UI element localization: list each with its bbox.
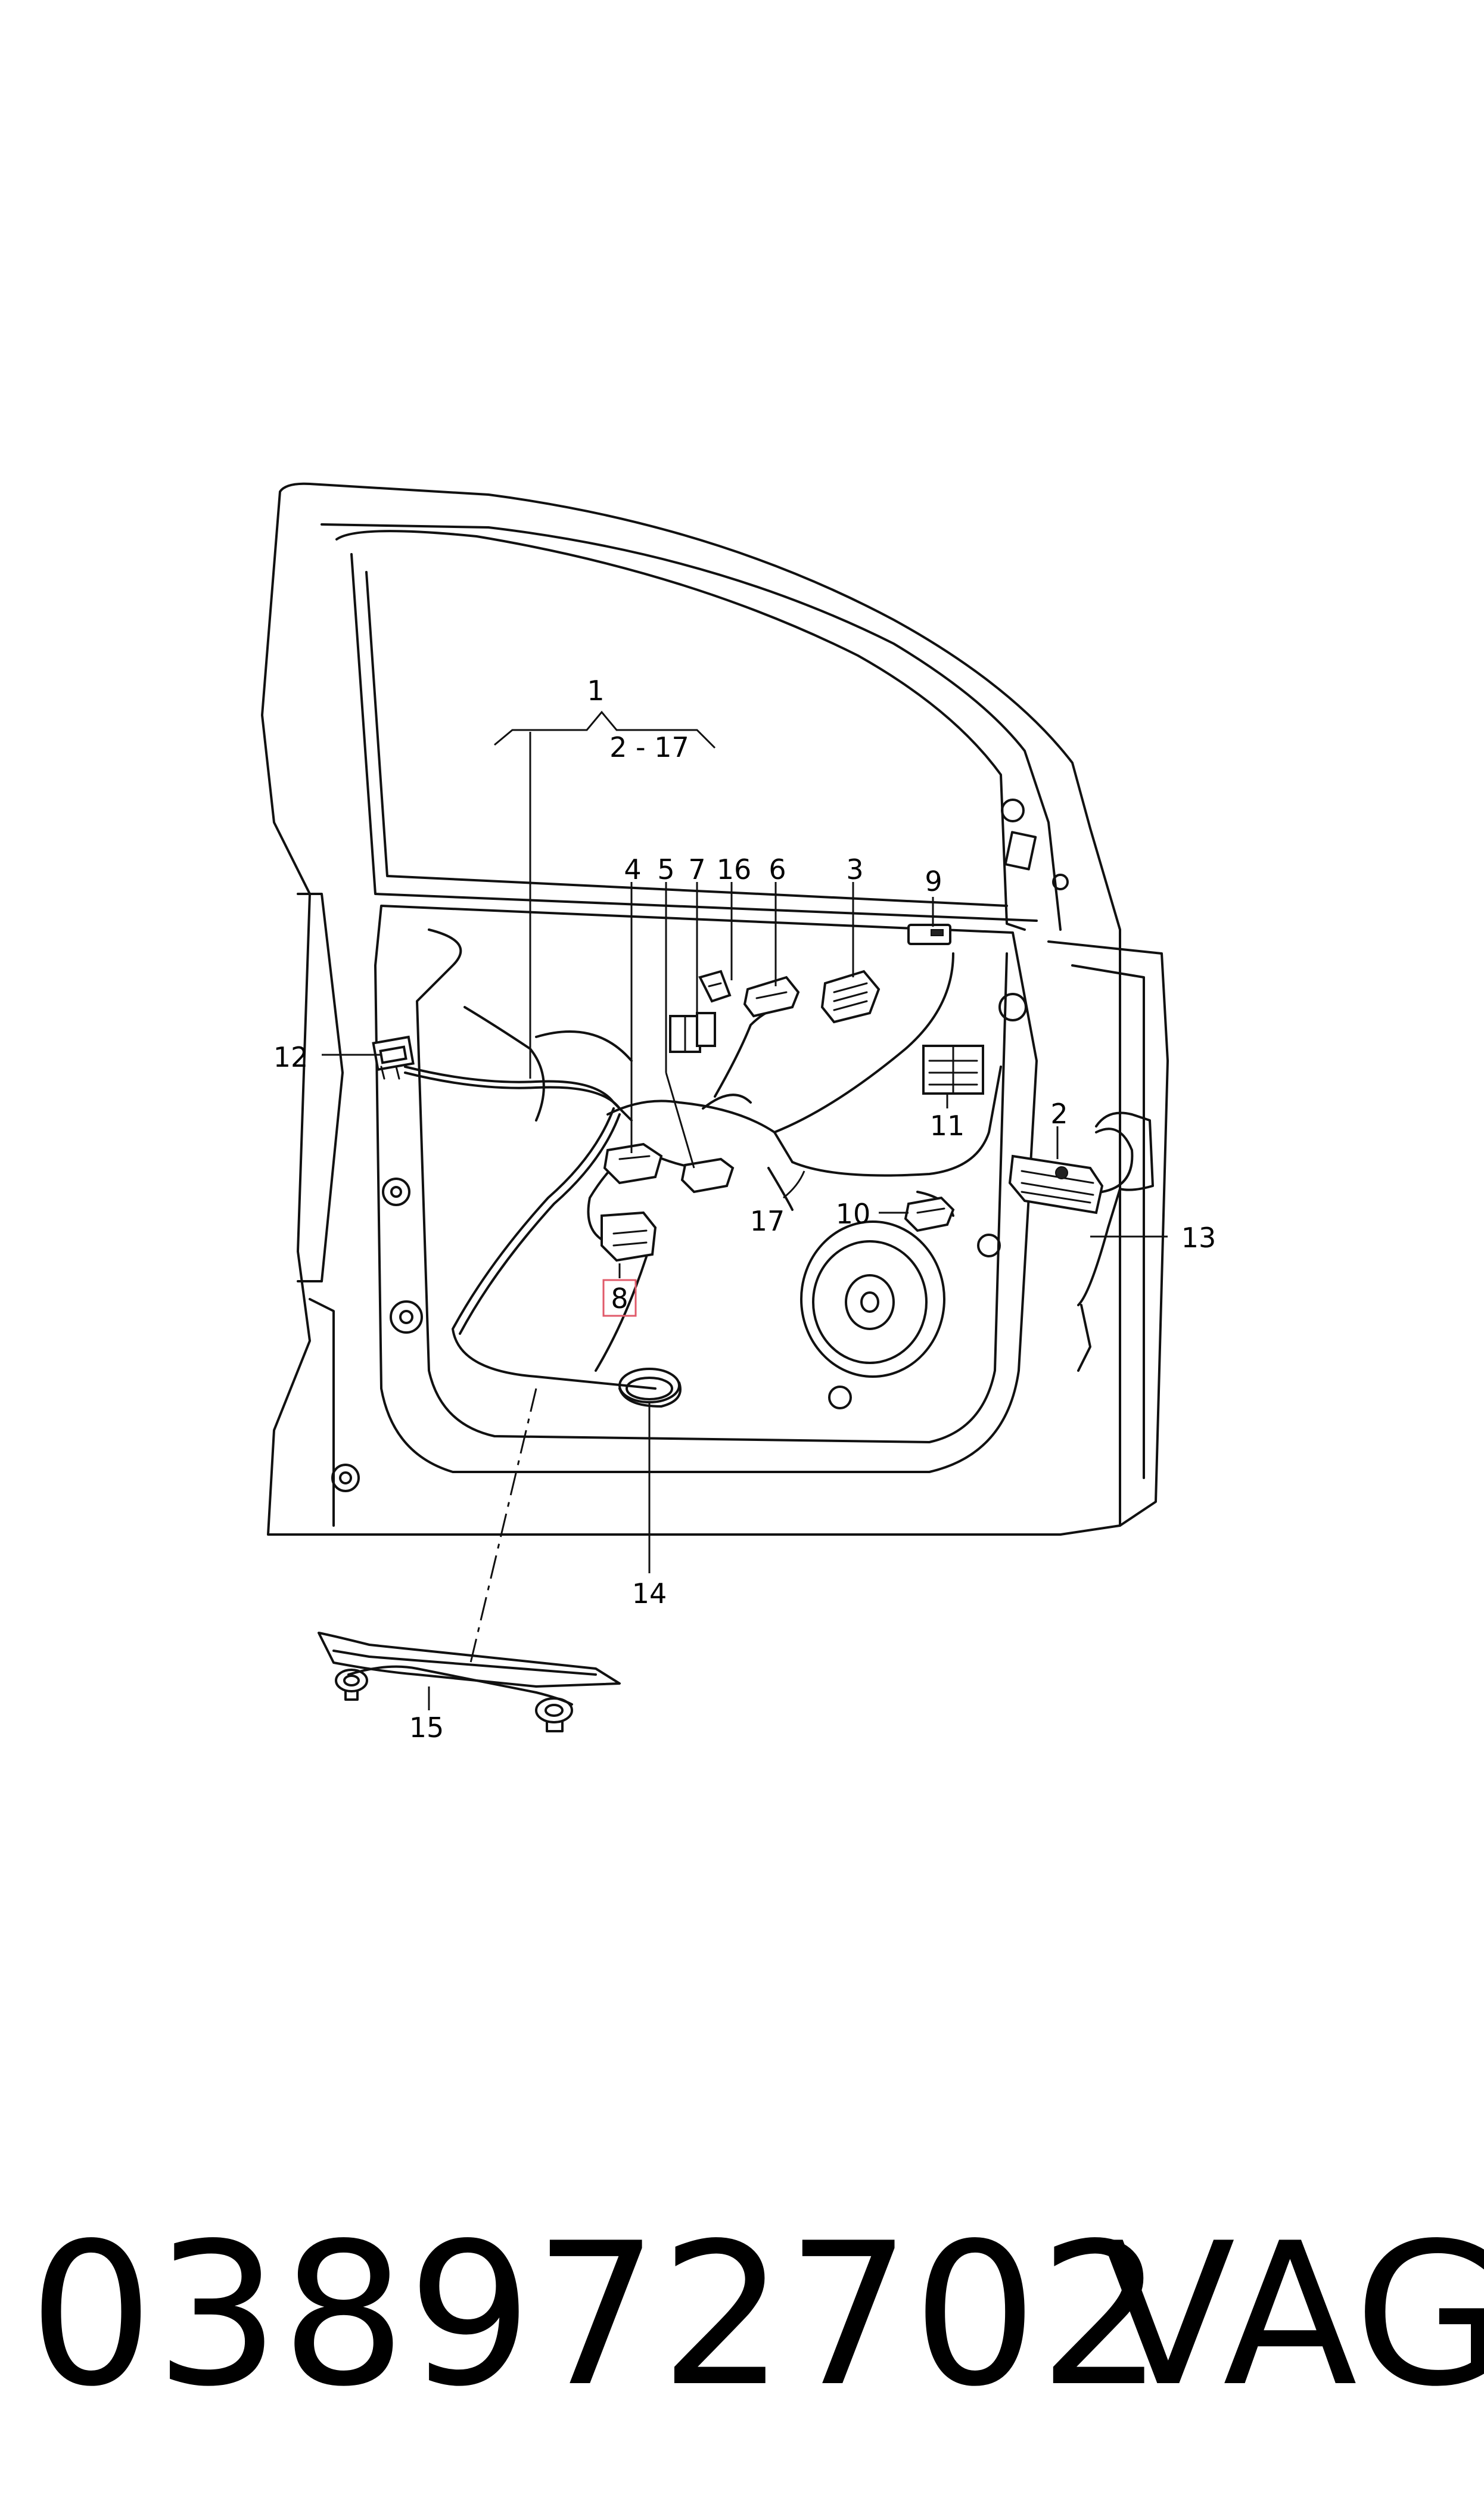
callout-17[interactable]: 17 — [750, 1205, 785, 1237]
callout-7[interactable]: 7 — [688, 853, 705, 886]
callout-16[interactable]: 16 — [717, 853, 752, 886]
connector-7 — [669, 1012, 716, 1053]
leader-lines — [322, 882, 1168, 1710]
callout-14[interactable]: 14 — [632, 1577, 667, 1610]
connector-3 — [820, 970, 881, 1024]
callout-labels: 1 2 - 17 12 4 5 7 16 6 3 9 11 2 13 10 17… — [273, 675, 1217, 1744]
loudspeaker — [800, 1220, 945, 1378]
part-number: 038972702 — [29, 2201, 1165, 2430]
dash-dot-line — [469, 1388, 537, 1663]
door-frame — [261, 482, 1169, 1536]
callout-8[interactable]: 8 — [611, 1282, 628, 1315]
connector-2 — [1008, 1154, 1104, 1215]
connector-9 — [907, 924, 951, 945]
connector-4 — [603, 1142, 663, 1185]
connector-6 — [743, 976, 800, 1018]
callout-5[interactable]: 5 — [657, 853, 674, 886]
connectors — [372, 924, 1104, 1262]
callout-2[interactable]: 2 — [1050, 1098, 1068, 1130]
connector-11 — [922, 1045, 984, 1095]
connector-8 — [601, 1211, 657, 1262]
connector-12 — [372, 1035, 415, 1080]
callout-8-highlight — [602, 1279, 637, 1317]
connector-10 — [904, 1196, 955, 1232]
callout-15[interactable]: 15 — [409, 1712, 444, 1744]
brand-name: VAG — [1101, 2201, 1484, 2430]
callout-13[interactable]: 13 — [1181, 1222, 1217, 1254]
callout-1[interactable]: 1 — [587, 675, 604, 707]
callout-3[interactable]: 3 — [846, 853, 863, 886]
callout-range: 2 - 17 — [609, 731, 689, 763]
callout-11[interactable]: 11 — [930, 1110, 965, 1142]
callout-4[interactable]: 4 — [624, 853, 641, 886]
connector-16 — [698, 970, 732, 1003]
trim-strip-15 — [318, 1632, 621, 1732]
connector-5 — [680, 1157, 735, 1194]
callout-9[interactable]: 9 — [925, 865, 942, 897]
callout-12[interactable]: 12 — [273, 1041, 309, 1073]
callout-6[interactable]: 6 — [769, 853, 786, 886]
group-bracket — [494, 710, 716, 1079]
callout-10[interactable]: 10 — [836, 1198, 871, 1230]
